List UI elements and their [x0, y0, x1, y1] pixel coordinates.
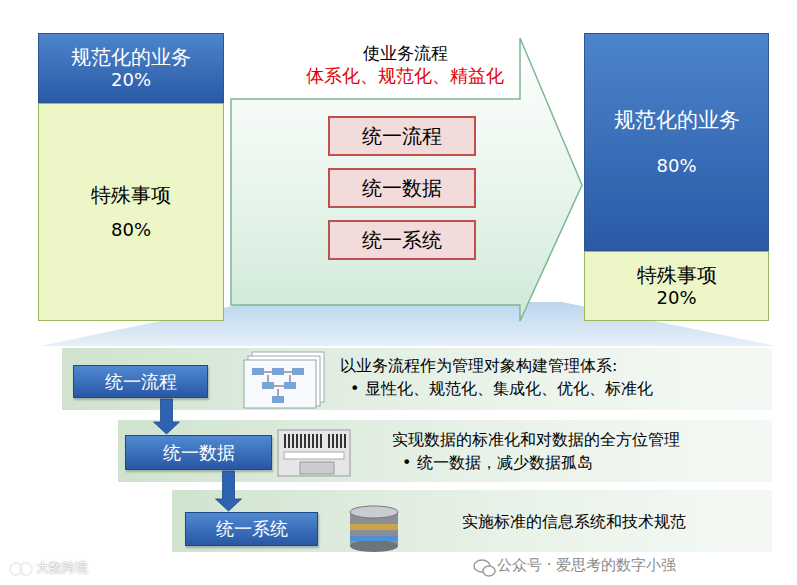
barcode-icon	[278, 430, 350, 476]
special-box: 特殊事项20%	[584, 251, 769, 321]
node-text: 80%	[656, 155, 696, 177]
node-text: 80%	[111, 219, 151, 241]
node-text: 20%	[111, 69, 151, 91]
step-button: 统一流程	[73, 365, 208, 398]
database-icon	[350, 506, 398, 552]
node-text: 20%	[656, 287, 696, 309]
node-text: 以业务流程作为管理对象构建管理体系:	[340, 356, 617, 375]
business-box: 规范化的业务 80%	[584, 33, 769, 251]
step-button: 统一系统	[185, 512, 318, 546]
unify-box: 统一数据	[328, 168, 476, 208]
step-band: 实现数据的标准化和对数据的全方位管理 • 统一数据，减少数据孤岛 统一数据	[118, 420, 772, 482]
node-text: 特殊事项	[91, 183, 171, 207]
node-text: 统一系统	[216, 518, 288, 540]
node-text: 规范化的业务	[71, 45, 191, 69]
node-text: 特殊事项	[637, 263, 717, 287]
node-text: 统一数据	[163, 442, 235, 464]
wechat-icon	[474, 560, 495, 576]
node-text: 体系化、规范化、精益化	[306, 65, 504, 87]
step-band: 以业务流程作为管理对象构建管理体系: • 显性化、规范化、集成化、优化、标准化 统一…	[62, 348, 772, 410]
flow-arrow	[216, 471, 242, 511]
node-text: 规范化的业务	[614, 108, 740, 133]
business-box: 规范化的业务20%	[38, 33, 224, 103]
node-text: 统一数据	[362, 176, 442, 200]
flowchart-icon	[244, 352, 324, 408]
unify-box: 统一流程	[328, 116, 476, 156]
node-text: 实施标准的信息系统和技术规范	[462, 512, 686, 531]
process-arrow: 使业务流程体系化、规范化、精益化统一流程统一数据统一系统	[230, 33, 584, 323]
step-button: 统一数据	[125, 435, 272, 470]
node-text: • 显性化、规范化、集成化、优化、标准化	[340, 379, 653, 398]
flow-arrow	[154, 399, 180, 434]
watermark-logo	[10, 563, 32, 575]
node-text: 统一流程	[362, 124, 442, 148]
unify-box: 统一系统	[328, 220, 476, 260]
node-text: 统一系统	[362, 228, 442, 252]
node-text: • 统一数据，减少数据孤岛	[392, 453, 593, 472]
watermark-text: 大数跨境	[36, 559, 88, 577]
special-box: 特殊事项 80%	[38, 103, 224, 321]
watermark-text: 公众号 · 爱思考的数字小强	[497, 556, 676, 575]
node-text: 统一流程	[105, 371, 177, 393]
node-text: 使业务流程	[363, 43, 448, 63]
node-text: 实现数据的标准化和对数据的全方位管理	[392, 430, 680, 449]
step-band: 实施标准的信息系统和技术规范 统一系统	[172, 490, 772, 552]
